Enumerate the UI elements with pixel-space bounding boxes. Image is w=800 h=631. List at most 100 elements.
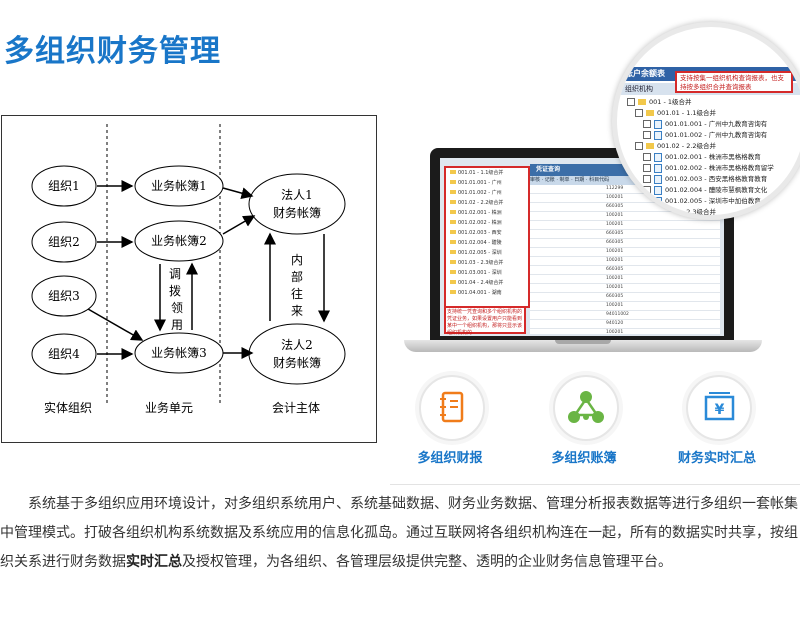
table-row: 660305 xyxy=(530,239,720,248)
tree-item[interactable]: 001.02.001 - 株洲市黑格格教育 xyxy=(621,152,800,163)
table-row: 660305 xyxy=(530,266,720,275)
org-node xyxy=(31,165,97,207)
flow-arrow xyxy=(87,308,144,341)
legal-label: 财务帐簿 xyxy=(272,356,321,370)
svg-text:¥: ¥ xyxy=(715,402,725,418)
feature-multi-ledger[interactable] xyxy=(553,375,619,441)
tree-item: 001.03.001 - 深圳 xyxy=(446,268,528,278)
description-bold: 实时汇总 xyxy=(126,554,182,570)
diagram-canvas xyxy=(31,124,346,406)
folder-icon xyxy=(646,143,654,149)
tree-item: 001.04.001 - 湖南 xyxy=(446,288,528,298)
table-row: 100201 xyxy=(530,257,720,266)
tree-item: 001.03 - 2.3级合并 xyxy=(446,258,528,268)
zoom-note: 支持按集一组织机构查询报表，也支持按多组织合并查询报表 xyxy=(675,71,793,93)
tree-item: 001.02.004 - 醴陵 xyxy=(446,238,528,248)
yen-currency-icon: ¥ xyxy=(704,392,735,421)
feature-financial-report[interactable] xyxy=(419,375,485,441)
feature-label-summary: 财务实时汇总 xyxy=(677,451,756,466)
tree-item: 001.02.003 - 西安 xyxy=(446,228,528,238)
tree-item[interactable]: 001 - 1级合并 xyxy=(621,97,800,108)
tree-item[interactable]: 001.03 - 2.3级合并 xyxy=(621,207,800,215)
table-row: 660305 xyxy=(530,230,720,239)
folder-icon xyxy=(646,110,654,116)
org-label: 组织1 xyxy=(48,179,80,193)
tree-item: 001.02.001 - 株洲 xyxy=(446,208,528,218)
document-icon xyxy=(654,130,662,140)
document-icon xyxy=(654,119,662,129)
tree-item[interactable]: 001.01.002 - 广州中九教育咨询有 xyxy=(621,130,800,141)
feature-realtime-summary[interactable]: ¥ xyxy=(686,375,752,441)
tree-item[interactable]: 001.02.004 - 醴陵市慧枫教育文化 xyxy=(621,185,800,196)
table-row: 100201 xyxy=(530,302,720,311)
ledger-label: 业务帐簿3 xyxy=(151,346,207,360)
description-text: 系统基于多组织应用环境设计，对多组织系统用户、系统基础数据、财务业务数据、管理分… xyxy=(0,496,798,570)
tree-item: 001.01.001 - 广州 xyxy=(446,178,528,188)
table-row: 100201 xyxy=(530,212,720,221)
legal-label: 法人1 xyxy=(281,188,313,202)
document-icon xyxy=(654,163,662,173)
ledger-label: 业务帐簿2 xyxy=(151,234,207,248)
folder-icon xyxy=(646,209,654,215)
tree-item[interactable]: 001.02.005 - 深圳市中加伯教育 xyxy=(621,196,800,207)
tree-item[interactable]: 001.02 - 2.2级合并 xyxy=(621,141,800,152)
page-title: 多组织财务管理 xyxy=(4,34,221,69)
tree-item: 001.01.002 - 广州 xyxy=(446,188,528,198)
tree-item[interactable]: 001.01 - 1.1级合并 xyxy=(621,108,800,119)
voucher-note: 支持统一凭查询和多个组织机构的凭证业务，如果设置用户只能看到某中一个组织机构，那… xyxy=(444,306,526,336)
description-text-end: 及授权管理，为各组织、各管理层级提供完整、透明的企业财务信息管理平台。 xyxy=(182,554,672,570)
table-row: 100201 xyxy=(530,284,720,293)
org-label: 组织4 xyxy=(48,347,80,361)
table-row: 660305 xyxy=(530,293,720,302)
column-entity: 实体组织 xyxy=(44,401,93,415)
requisition-label: 领用 xyxy=(170,301,183,332)
ledger-label: 业务帐簿1 xyxy=(151,179,207,193)
legal-label: 财务帐簿 xyxy=(272,206,321,220)
tree-item: 001.02.002 - 株洲 xyxy=(446,218,528,228)
org-tree-panel: 001.01 - 1.1级合并 001.01.001 - 广州 001.01.0… xyxy=(444,166,530,308)
document-icon xyxy=(654,174,662,184)
laptop-notch xyxy=(555,340,611,344)
folder-icon xyxy=(638,99,646,105)
tree-item: 001.02.005 - 深圳 xyxy=(446,248,528,258)
laptop-base xyxy=(404,340,762,352)
tree-item: 001.01 - 1.1级合并 xyxy=(446,168,528,178)
table-row: 100201 xyxy=(530,275,720,284)
transfer-label: 调拨 xyxy=(168,267,181,298)
table-row: 100201 xyxy=(530,194,720,203)
voucher-columns: 审核 · 记账 · 制单 · 日期 · 科目代码 xyxy=(530,176,720,185)
internal-label: 内部往来 xyxy=(290,253,303,318)
org-flow-diagram: 组织1 组织2 组织3 组织4 业务帐簿1 业务帐簿2 业务帐簿3 法人1 财务… xyxy=(1,115,377,443)
org-node xyxy=(31,275,97,317)
zoom-magnifier: 账户余额表 组织机构 支持按集一组织机构查询报表，也支持按多组织合并查询报表 0… xyxy=(612,22,800,220)
org-node xyxy=(31,221,97,263)
tree-item: 001.04 - 2.4级合并 xyxy=(446,278,528,288)
table-row: 940120 xyxy=(530,320,720,329)
table-row: 94011002 xyxy=(530,311,720,320)
ledger-node xyxy=(134,220,224,262)
feature-label-ledger: 多组织账簿 xyxy=(551,451,617,466)
ledger-node xyxy=(134,165,224,207)
document-icon xyxy=(654,185,662,195)
table-row: 100201 xyxy=(530,329,720,336)
column-unit: 业务单元 xyxy=(145,401,194,415)
tree-item[interactable]: 001.02.003 - 西安黑格格教育教育 xyxy=(621,174,800,185)
legal-node xyxy=(248,173,346,235)
table-row: 100201 xyxy=(530,248,720,257)
zoom-tree: 001 - 1级合并 001.01 - 1.1级合并 001.01.001 - … xyxy=(621,97,800,215)
description-paragraph: 系统基于多组织应用环境设计，对多组织系统用户、系统基础数据、财务业务数据、管理分… xyxy=(0,490,798,577)
divider xyxy=(390,484,800,485)
table-row: 100201 xyxy=(530,221,720,230)
org-label: 组织3 xyxy=(48,289,80,303)
table-row: 660305 xyxy=(530,203,720,212)
table-row: 112299 xyxy=(530,185,720,194)
tree-item[interactable]: 001.02.002 - 株洲市黑格格教育留学 xyxy=(621,163,800,174)
column-subject: 会计主体 xyxy=(272,401,321,415)
org-label: 组织2 xyxy=(48,235,80,249)
document-icon xyxy=(654,152,662,162)
tree-item[interactable]: 001.01.001 - 广州中九教育咨询有 xyxy=(621,119,800,130)
network-nodes-icon xyxy=(568,391,604,423)
flow-arrow xyxy=(222,215,256,235)
tree-item: 001.02 - 2.2级合并 xyxy=(446,198,528,208)
legal-label: 法人2 xyxy=(281,338,313,352)
